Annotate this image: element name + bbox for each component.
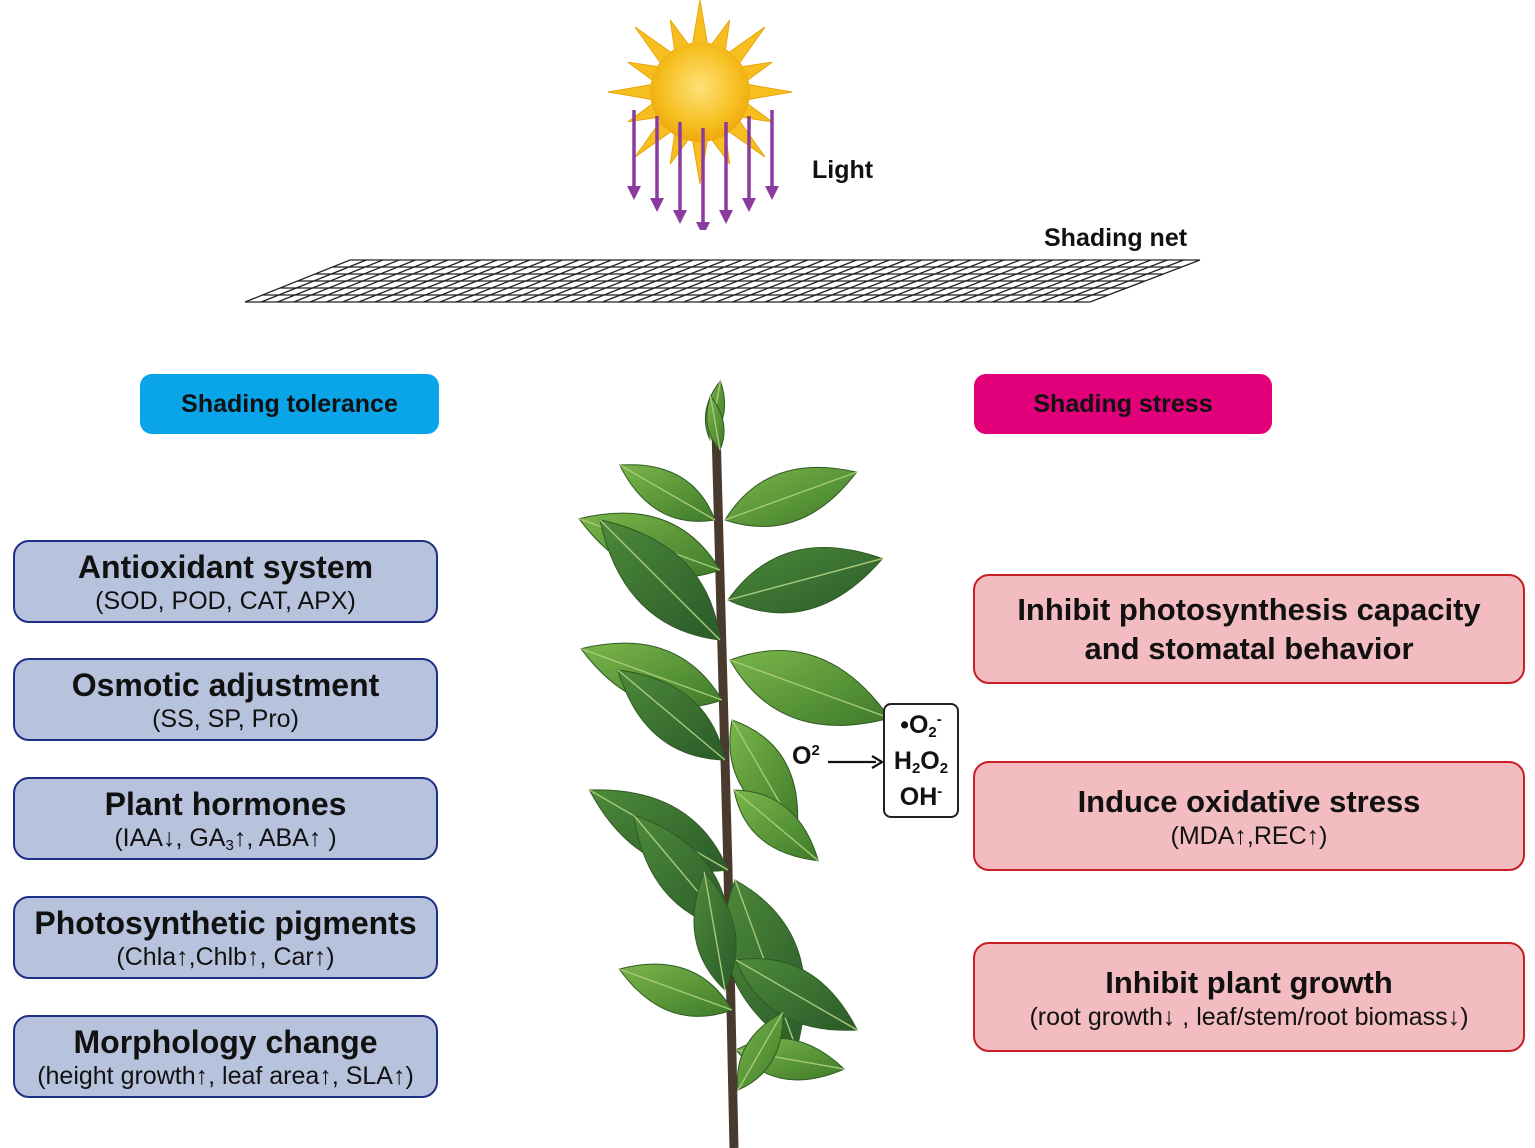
- induce-oxidative-stress-box: Induce oxidative stress (MDA↑,REC↑): [973, 761, 1525, 871]
- box-title: Plant hormones: [104, 785, 347, 822]
- arrow-up-icon: ↑: [195, 1061, 209, 1090]
- plant-hormones-box: Plant hormones (IAA↓, GA3↑, ABA↑ ): [13, 777, 438, 860]
- arrow-down-icon: ↓: [162, 823, 176, 852]
- arrow-down-icon: ↓: [1162, 1002, 1176, 1031]
- antioxidant-system-box: Antioxidant system (SOD, POD, CAT, APX): [13, 540, 438, 623]
- box-title: Osmotic adjustment: [71, 666, 380, 703]
- shading-net: [244, 259, 1201, 303]
- morphology-change-box: Morphology change (height growth↑, leaf …: [13, 1015, 438, 1098]
- osmotic-adjustment-box: Osmotic adjustment (SS, SP, Pro): [13, 658, 438, 741]
- inhibit-photosynthesis-box: Inhibit photosynthesis capacity and stom…: [973, 574, 1525, 684]
- box-subtitle: (root growth↓ , leaf/stem/root biomass↓): [1029, 1002, 1469, 1031]
- plant-seedling-image: [578, 379, 891, 1148]
- arrow-up-icon: ↑: [313, 942, 327, 971]
- arrow-right-icon: [828, 755, 884, 769]
- shading-tolerance-pill: Shading tolerance: [140, 374, 439, 434]
- arrow-down-icon: ↓: [1447, 1002, 1461, 1031]
- arrow-up-icon: ↑: [247, 942, 260, 971]
- box-subtitle: (MDA↑,REC↑): [1170, 821, 1328, 850]
- hydroxyl-label: OH-: [899, 782, 943, 811]
- box-title-line-2: and stomatal behavior: [1084, 631, 1414, 666]
- arrow-up-icon: ↑: [319, 1061, 332, 1090]
- inhibit-plant-growth-box: Inhibit plant growth (root growth↓ , lea…: [973, 942, 1525, 1052]
- arrow-up-icon: ↑: [233, 823, 247, 852]
- shading-stress-pill: Shading stress: [974, 374, 1272, 434]
- box-title-line-1: Inhibit photosynthesis capacity: [1017, 592, 1481, 627]
- box-title: Antioxidant system: [77, 548, 374, 585]
- superoxide-label: •O2-: [900, 710, 942, 741]
- box-title: Induce oxidative stress: [1077, 783, 1421, 819]
- box-subtitle: (Chla↑,Chlb↑, Car↑): [116, 942, 335, 971]
- box-subtitle: (SS, SP, Pro): [152, 704, 299, 733]
- box-subtitle: (SOD, POD, CAT, APX): [95, 586, 356, 615]
- shading-net-label: Shading net: [1044, 224, 1188, 252]
- box-title: Morphology change: [73, 1023, 378, 1060]
- arrow-up-icon: ↑: [1234, 821, 1247, 850]
- photosynthetic-pigments-box: Photosynthetic pigments (Chla↑,Chlb↑, Ca…: [13, 896, 438, 979]
- box-subtitle: (height growth↑, leaf area↑, SLA↑): [37, 1061, 414, 1090]
- arrow-up-icon: ↑: [1306, 821, 1320, 850]
- box-title: Inhibit plant growth: [1105, 964, 1393, 1000]
- sun-icon: [607, 0, 793, 230]
- light-label: Light: [812, 156, 874, 184]
- box-subtitle: (IAA↓, GA3↑, ABA↑ ): [114, 823, 337, 854]
- box-title: Photosynthetic pigments: [34, 904, 417, 941]
- arrow-up-icon: ↑: [176, 942, 189, 971]
- hydrogen-peroxide-label: H2O2: [893, 746, 949, 777]
- ros-box: •O2- H2O2 OH-: [883, 703, 959, 818]
- arrow-up-icon: ↑: [392, 1061, 406, 1090]
- arrow-up-icon: ↑: [308, 823, 322, 852]
- oxygen-label: O2: [792, 742, 820, 770]
